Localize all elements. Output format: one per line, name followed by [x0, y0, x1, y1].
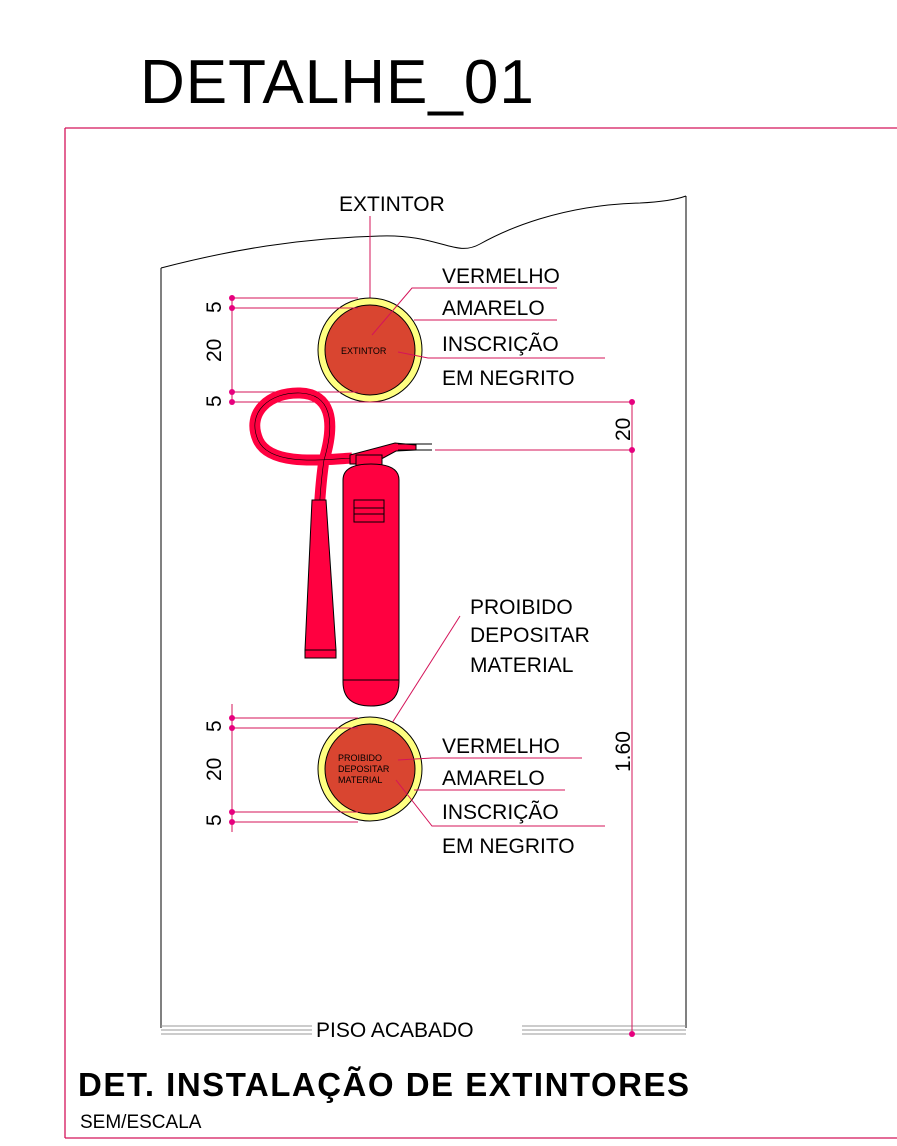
height-dimension [435, 399, 635, 1037]
top-legend-bold: EM NEGRITO [442, 367, 575, 390]
top-sign-leaders [371, 287, 605, 359]
floor-line [161, 1025, 686, 1035]
fire-extinguisher [249, 387, 432, 707]
bottom-dim-5b: 5 [203, 814, 226, 826]
callout-line-2: DEPOSITAR [470, 624, 590, 647]
bottom-legend-inscription: INSCRIÇÃO [442, 800, 559, 824]
drawing-frame [64, 127, 897, 1139]
gap-dim-20: 20 [612, 418, 635, 441]
bottom-legend-red: VERMELHO [442, 735, 560, 758]
wall-outline [160, 195, 687, 1028]
scale-note: SEM/ESCALA [80, 1112, 202, 1133]
top-legend-yellow: AMARELO [442, 297, 545, 320]
bottom-dim-5a: 5 [203, 720, 226, 732]
callout-line-1: PROIBIDO [470, 596, 573, 619]
bottom-legend-yellow: AMARELO [442, 767, 545, 790]
bottom-sign-text-1: PROIBIDO [338, 753, 382, 763]
top-dim-20: 20 [203, 339, 226, 362]
top-legend-inscription: INSCRIÇÃO [442, 332, 559, 356]
bottom-sign-text-2: DEPOSITAR [338, 764, 390, 774]
extinguisher-label: EXTINTOR [339, 193, 445, 216]
floor-label: PISO ACABADO [316, 1019, 474, 1042]
main-title: DET. INSTALAÇÃO DE EXTINTORES [78, 1066, 691, 1103]
bottom-sign-leaders [395, 757, 605, 827]
top-sign: EXTINTOR [317, 297, 423, 403]
top-dim-5b: 5 [203, 395, 226, 407]
top-dim-5a: 5 [203, 301, 226, 313]
bottom-sign-dimension [229, 704, 358, 832]
top-sign-text: EXTINTOR [341, 346, 387, 356]
bottom-legend-bold: EM NEGRITO [442, 835, 575, 858]
height-dim-160: 1.60 [612, 731, 635, 772]
bottom-sign-text-3: MATERIAL [338, 775, 382, 785]
bottom-dim-20: 20 [203, 758, 226, 781]
detail-title: DETALHE_01 [140, 48, 535, 117]
top-legend-red: VERMELHO [442, 265, 560, 288]
bottom-sign: PROIBIDO DEPOSITAR MATERIAL [317, 716, 423, 822]
callout-line-3: MATERIAL [470, 654, 573, 677]
